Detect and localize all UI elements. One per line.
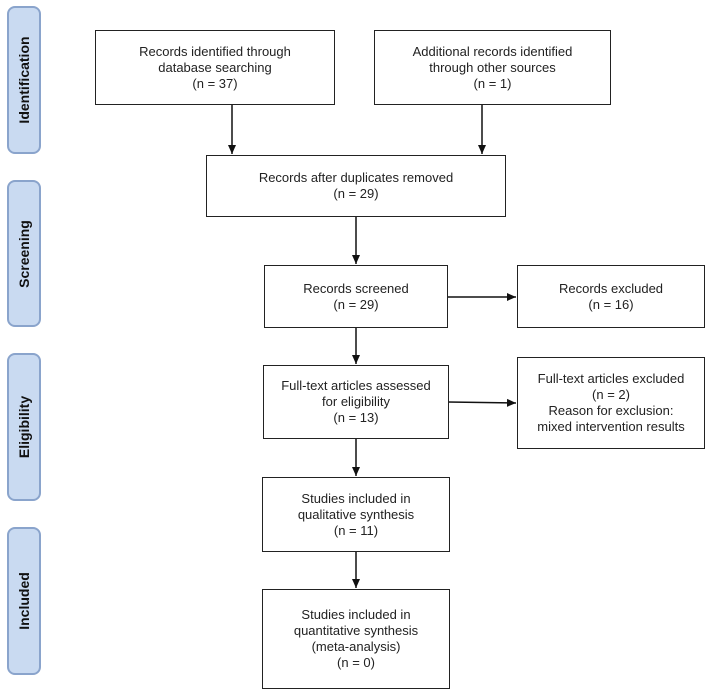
phase-eligibility: Eligibility (7, 353, 41, 501)
box-quantitative-synthesis: Studies included in quantitative synthes… (262, 589, 450, 689)
box-database-records-line2: database searching (158, 59, 272, 75)
box-records-excluded: Records excluded (n = 16) (517, 265, 705, 328)
box-qualitative-synthesis-count: (n = 11) (333, 522, 379, 538)
box-database-records-count: (n = 37) (192, 75, 238, 91)
box-fulltext-assessed-line1: Full-text articles assessed (281, 378, 431, 393)
box-qualitative-synthesis: Studies included in qualitative synthesi… (262, 477, 450, 552)
phase-included: Included (7, 527, 41, 675)
box-fulltext-assessed-count: (n = 13) (333, 410, 379, 425)
box-records-excluded-count: (n = 16) (588, 296, 634, 312)
box-after-duplicates-count: (n = 29) (333, 186, 379, 201)
box-qualitative-synthesis-line2: qualitative synthesis (297, 506, 415, 522)
box-quantitative-synthesis-line1: Studies included in (301, 607, 411, 622)
box-database-records-line1: Records identified through (139, 43, 291, 59)
box-quantitative-synthesis-line2: quantitative synthesis (293, 623, 419, 638)
box-records-screened-count: (n = 29) (333, 296, 379, 312)
box-other-records-line2: through other sources (429, 59, 556, 75)
box-records-screened: Records screened (n = 29) (264, 265, 448, 328)
box-qualitative-synthesis-line1: Studies included in (301, 490, 411, 506)
box-other-records-line1: Additional records identified (412, 43, 573, 59)
box-fulltext-excluded-reason-label: Reason for exclusion: (548, 403, 674, 418)
box-fulltext-excluded-reason: mixed intervention results (537, 419, 685, 434)
box-fulltext-assessed: Full-text articles assessed for eligibil… (263, 365, 449, 439)
box-after-duplicates: Records after duplicates removed (n = 29… (206, 155, 506, 217)
box-fulltext-assessed-line2: for eligibility (322, 394, 390, 409)
box-quantitative-synthesis-line3: (meta-analysis) (311, 639, 401, 654)
box-records-screened-line1: Records screened (303, 280, 409, 296)
phase-screening: Screening (7, 180, 41, 327)
box-other-records-count: (n = 1) (473, 75, 512, 91)
phase-identification: Identification (7, 6, 41, 154)
box-quantitative-synthesis-count: (n = 0) (337, 655, 375, 670)
box-fulltext-excluded: Full-text articles excluded (n = 2) Reas… (517, 357, 705, 449)
box-fulltext-excluded-line1: Full-text articles excluded (537, 371, 685, 386)
box-other-records: Additional records identified through ot… (374, 30, 611, 105)
box-after-duplicates-line1: Records after duplicates removed (258, 170, 454, 185)
box-records-excluded-line1: Records excluded (558, 280, 664, 296)
arrow-fulltext-to-excluded (447, 398, 517, 407)
box-database-records: Records identified through database sear… (95, 30, 335, 105)
box-fulltext-excluded-count: (n = 2) (592, 387, 630, 402)
